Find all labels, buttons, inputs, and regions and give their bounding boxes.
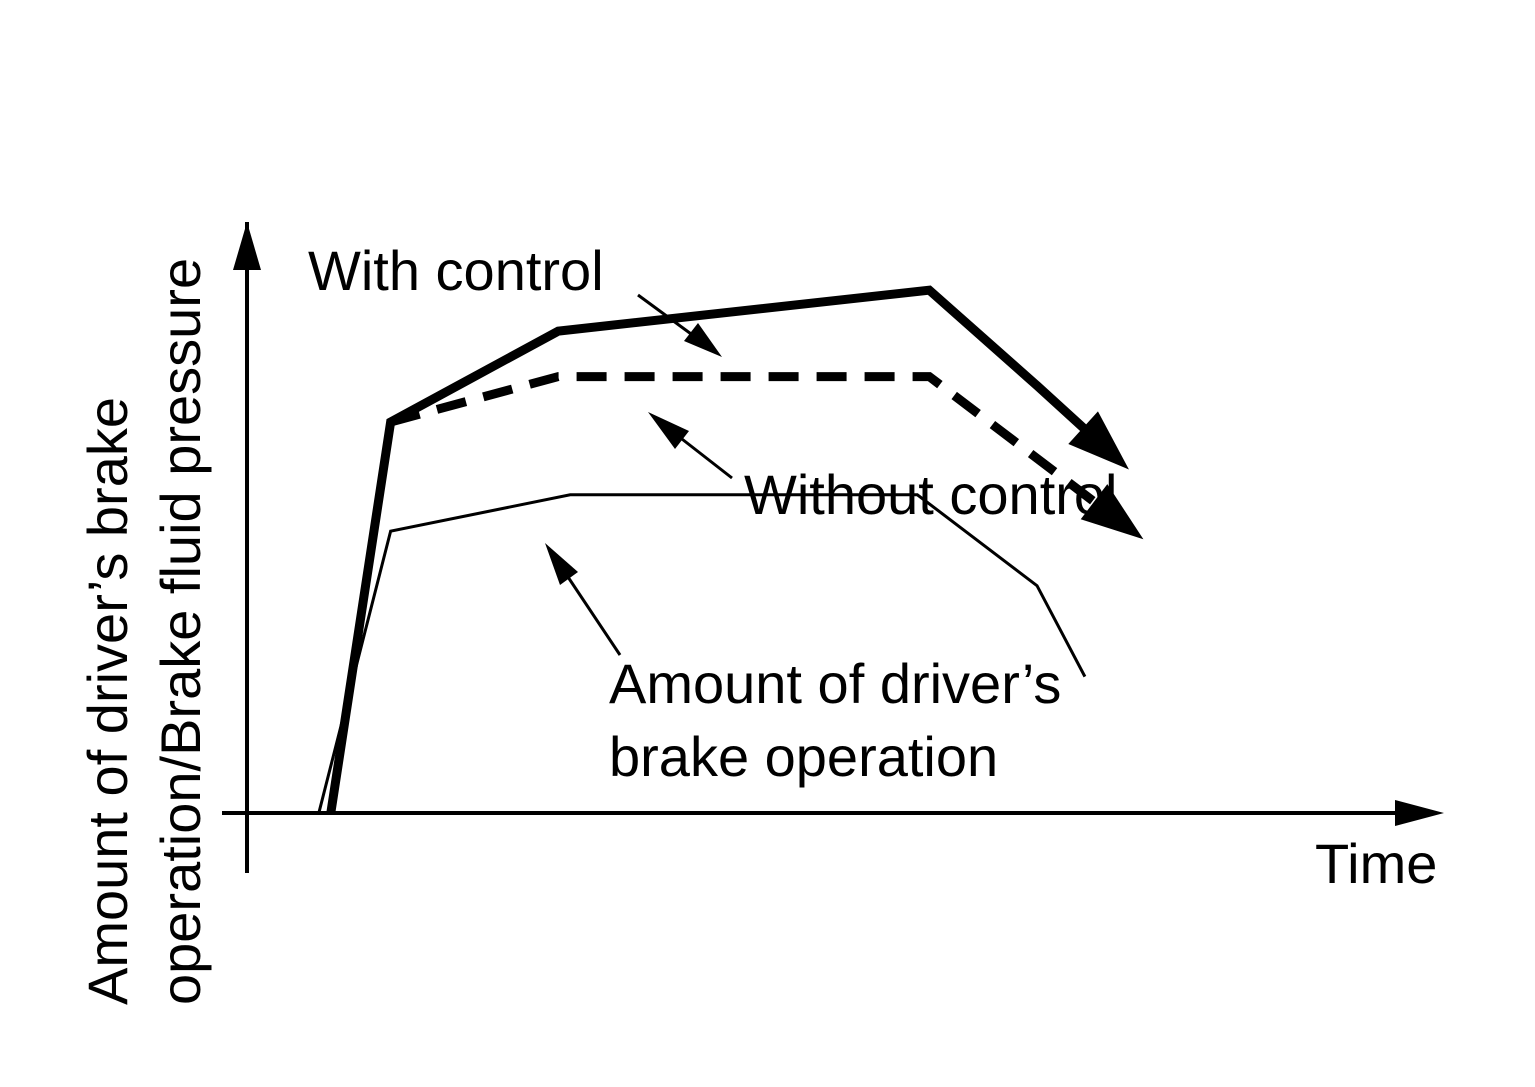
- series-arrowhead-with: [1068, 411, 1129, 470]
- series-line-driver: [317, 493, 1087, 814]
- driver-operation-label-line1: Amount of driver’s: [609, 652, 1061, 715]
- y-axis-label-line2: operation/Brake fluid pressure: [149, 258, 212, 1005]
- driver-operation-label-line2: brake operation: [609, 725, 998, 788]
- driver-operation-callout-arrowhead: [545, 543, 578, 585]
- series-line-with: [326, 285, 1100, 814]
- with-control-callout-arrowhead: [684, 323, 722, 357]
- x-axis-arrowhead: [1395, 800, 1444, 826]
- y-axis-label-line1: Amount of driver’s brake: [76, 397, 139, 1005]
- with-control-label: With control: [308, 239, 604, 302]
- series-arrowhead-without: [1080, 484, 1144, 540]
- without-control-label: Without control: [744, 463, 1118, 526]
- labels: With control Without control Amount of d…: [76, 239, 1437, 1005]
- series-line-without: [389, 372, 1112, 517]
- without-control-callout-arrowhead: [648, 412, 689, 449]
- x-axis-label: Time: [1315, 832, 1437, 895]
- y-axis-arrowhead: [233, 222, 261, 270]
- series-layer: [317, 285, 1144, 814]
- callout-arrows: [545, 293, 733, 656]
- axes: [222, 222, 1444, 873]
